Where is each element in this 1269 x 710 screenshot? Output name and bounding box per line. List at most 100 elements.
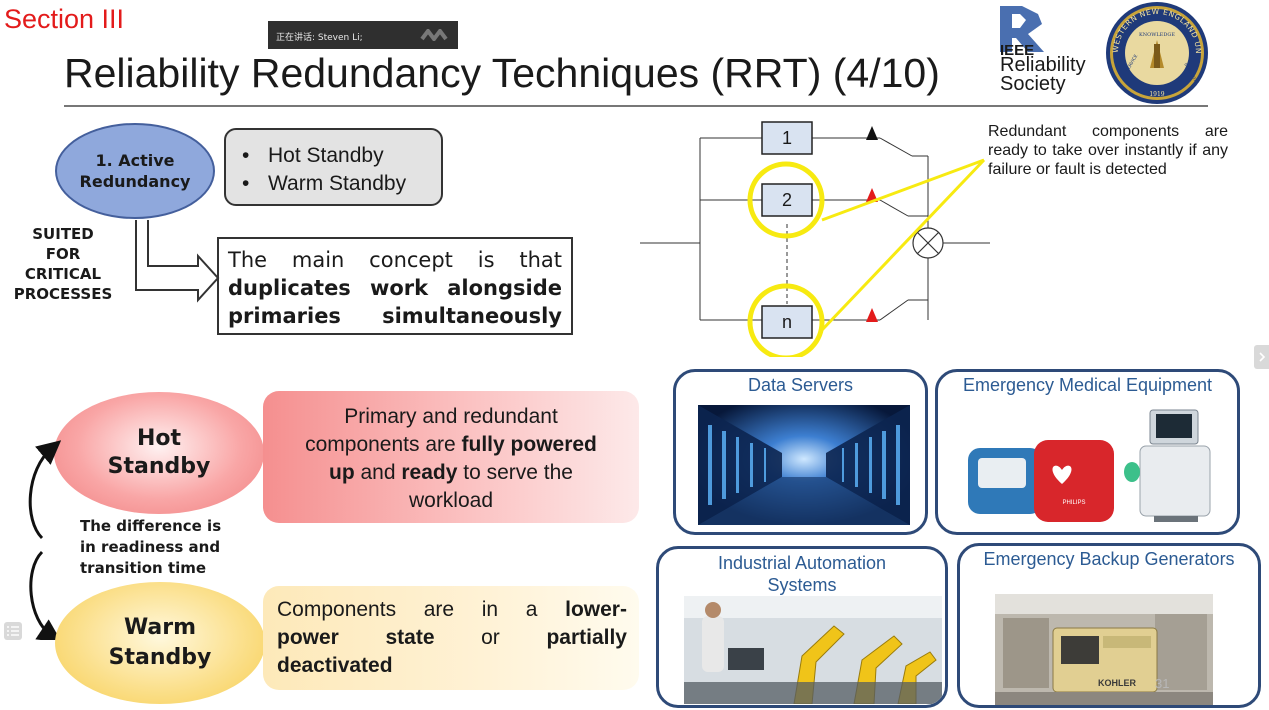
warm-desc-bold: power (277, 626, 339, 649)
callout-line (821, 158, 985, 222)
main-concept-box: The main concept is that duplicates work… (217, 237, 573, 335)
generator-brand-text: KOHLER (1098, 678, 1137, 688)
warm-desc-bold: state (385, 626, 435, 649)
difference-note: The difference is in readiness and trans… (80, 516, 250, 579)
reliability-society-wordmark: Reliability Society (1000, 54, 1086, 95)
warm-desc-bold: deactivated (277, 654, 393, 677)
hot-desc-text: to serve the (457, 461, 573, 484)
emergency-medical-equipment-tile: Emergency Medical Equipment PHILIPS (935, 369, 1240, 535)
warm-desc-line: power state or partially (277, 624, 627, 652)
standby-type-item: Warm Standby (240, 170, 441, 198)
slide-title: Reliability Redundancy Techniques (RRT) … (64, 50, 940, 96)
ieee-logo-mark-icon (1000, 6, 1044, 52)
industrial-automation-tile: Industrial Automation Systems (656, 546, 948, 708)
generator-room-image: KOHLER (995, 594, 1213, 705)
active-redundancy-label-2: Redundancy (79, 172, 191, 191)
component-block-2 (761, 183, 813, 217)
seal-year: 1919 (1149, 91, 1164, 98)
concept-line: The main concept is that (228, 248, 562, 272)
component-block-1 (761, 121, 813, 155)
warm-desc-word: Components (277, 598, 397, 621)
list-icon (7, 626, 19, 636)
ieee-reliability-society-logo: IEEE Reliability Society (998, 4, 1108, 100)
tile-title-line: Industrial Automation (717, 553, 887, 573)
concept-line-bold: duplicates work alongside (228, 276, 562, 300)
hot-desc-line: up and ready to serve the (271, 459, 631, 487)
warm-desc-bold: partially (546, 626, 627, 649)
warm-desc-word: or (481, 626, 500, 649)
tile-title: Industrial Automation Systems (659, 552, 945, 596)
university-seal-logo: WESTERN NEW ENGLAND UNIVERSITY KNOWLEDGE… (1104, 0, 1208, 104)
ieee-wordmark: IEEE (1000, 42, 1035, 59)
switch-marker-active (866, 308, 878, 322)
difference-line: transition time (80, 559, 207, 577)
hot-desc-bold: ready (401, 461, 458, 484)
component-block-n (761, 305, 813, 339)
warm-desc-word: are (423, 598, 455, 621)
redundant-components-note: Redundant components are ready to take o… (988, 123, 1228, 178)
reliability-word: Reliability (1000, 54, 1086, 76)
tile-title: Emergency Backup Generators (983, 549, 1235, 569)
difference-line: The difference is (80, 517, 222, 535)
emergency-backup-generators-tile: Emergency Backup Generators KOHLER (957, 543, 1261, 708)
warm-desc-line: deactivated (277, 652, 627, 680)
audio-wave-icon (420, 29, 448, 41)
suited-line: PROCESSES (13, 285, 113, 303)
highlight-ring (747, 283, 825, 357)
hot-desc-text: components are (305, 433, 462, 456)
chevron-right-icon (1258, 352, 1265, 362)
switch-marker-active (866, 188, 878, 202)
suited-line: CRITICAL (24, 265, 102, 283)
hot-desc-bold: fully powered (461, 433, 597, 456)
warm-standby-label-1: Warm (123, 615, 197, 640)
hot-desc-line: Primary and redundant (344, 405, 558, 428)
hot-desc-text: and (354, 461, 402, 484)
hot-standby-label-2: Standby (107, 454, 211, 479)
active-redundancy-ellipse: 1. Active Redundancy (55, 123, 215, 219)
data-center-image (698, 405, 910, 525)
highlight-ring (747, 161, 825, 239)
medical-equipment-image: PHILIPS (968, 409, 1211, 522)
active-speaker-text: 正在讲话: Steven Li; (276, 33, 363, 43)
section-label: Section III (4, 4, 125, 34)
society-word: Society (1000, 73, 1066, 95)
outline-list-button[interactable] (4, 622, 22, 640)
tile-title: Emergency Medical Equipment (962, 375, 1213, 395)
warm-desc-word: a (525, 598, 538, 621)
hot-standby-description: Primary and redundant components are ful… (263, 391, 639, 523)
tile-title: Data Servers (747, 375, 854, 395)
hot-desc-bold: up (329, 461, 355, 484)
concept-line-bold: primaries simultaneously (228, 304, 562, 328)
suited-for-critical-label: SUITED FOR CRITICAL PROCESSES (6, 224, 120, 304)
hot-desc-line: components are fully powered (271, 431, 631, 459)
tile-title-line: Systems (767, 575, 837, 595)
title-divider (64, 105, 1208, 107)
standby-types-list: Hot Standby Warm Standby (224, 128, 443, 206)
next-slide-button[interactable] (1254, 345, 1269, 369)
hot-standby-label-1: Hot (136, 426, 182, 451)
difference-line: in readiness and (80, 538, 221, 556)
hot-desc-line: workload (408, 489, 494, 512)
slide-number: 31 (1155, 676, 1170, 691)
component-label: 1 (782, 128, 792, 148)
seal-banner-text: KNOWLEDGE (1139, 32, 1175, 38)
warm-standby-description: Components are in a lower- power state o… (263, 586, 639, 690)
robotic-assembly-image (684, 596, 942, 704)
warm-desc-word: in (481, 598, 499, 621)
warm-standby-ellipse: Warm Standby (55, 582, 265, 704)
parallel-redundancy-diagram: 1 2 n (640, 121, 990, 357)
elbow-arrow-icon (135, 220, 220, 303)
switch-marker-idle (866, 126, 878, 140)
component-label: 2 (782, 190, 792, 210)
component-label: n (782, 312, 792, 332)
active-redundancy-label-1: 1. Active (95, 151, 175, 170)
device-brand-text: PHILIPS (1062, 500, 1085, 506)
double-curved-arrow-icon (28, 440, 62, 640)
active-speaker-indicator: 正在讲话: Steven Li; (268, 21, 458, 49)
standby-type-item: Hot Standby (240, 142, 441, 170)
warm-desc-line: Components are in a lower- (277, 596, 627, 624)
warm-desc-bold: lower- (565, 598, 627, 621)
suited-line: SUITED (32, 225, 94, 243)
suited-line: FOR (45, 245, 81, 263)
callout-line (820, 158, 986, 332)
